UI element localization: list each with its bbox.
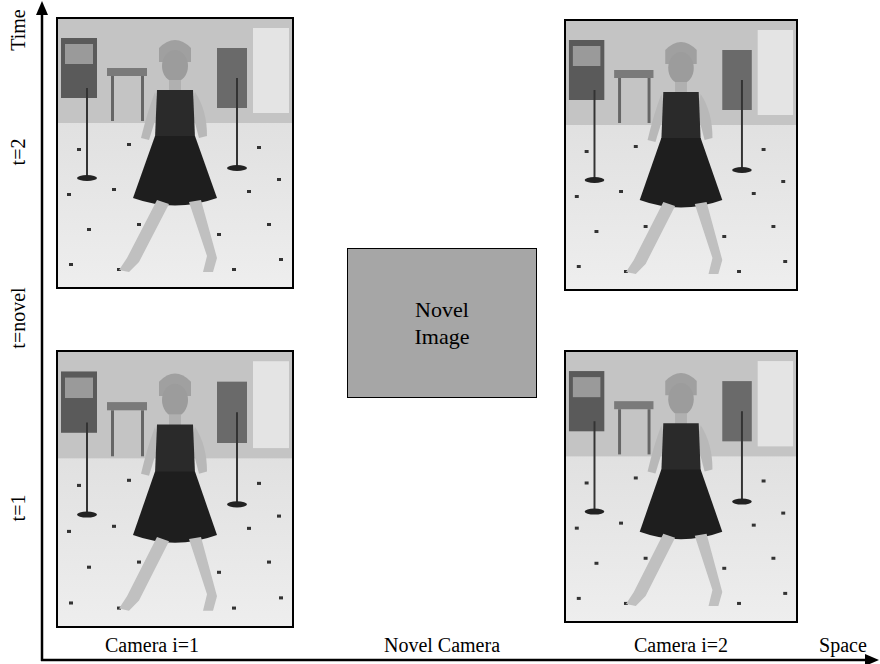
axis-title: Space xyxy=(819,635,867,655)
time-tick: t=novel xyxy=(8,287,28,348)
time-tick: t=1 xyxy=(8,495,28,522)
camera-label: Camera i=2 xyxy=(634,635,728,655)
camera-label: Camera i=1 xyxy=(105,635,199,655)
axis-title: Time xyxy=(8,9,28,51)
camera-label: Novel Camera xyxy=(384,635,500,655)
time-tick: t=2 xyxy=(8,139,28,166)
box-label: Novel Image xyxy=(397,296,487,351)
novel-image-box: Novel Image xyxy=(347,248,537,398)
